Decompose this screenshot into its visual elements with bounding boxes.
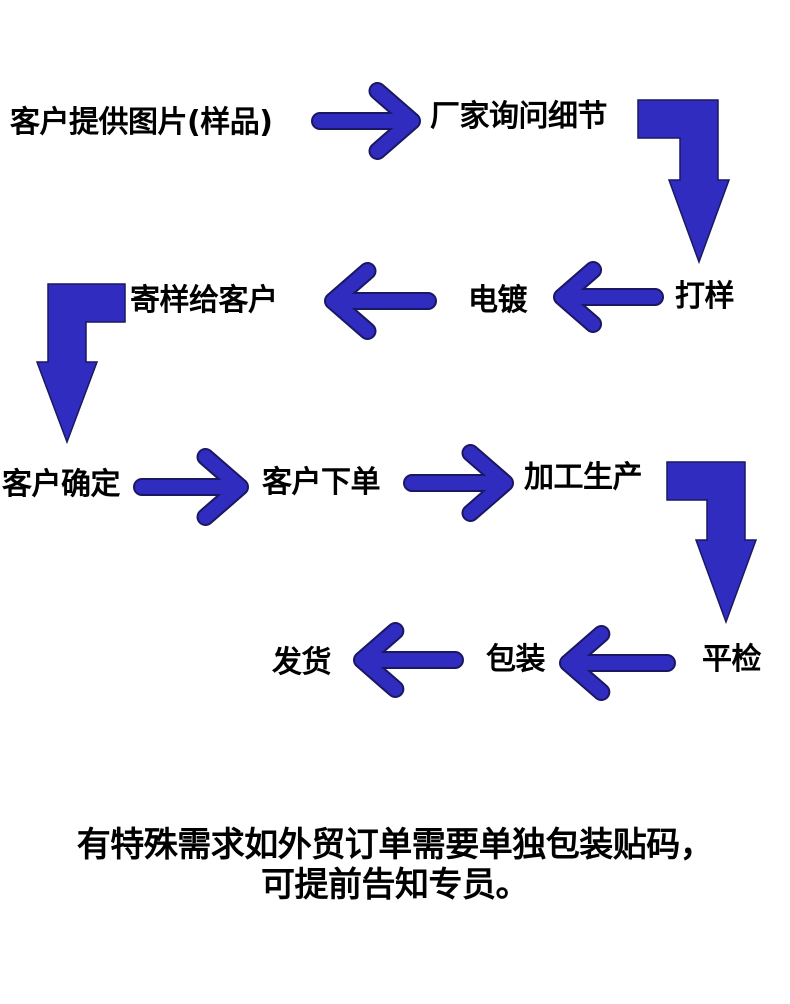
arrow-send-to-confirm (35, 283, 126, 445)
arrows-group (35, 82, 758, 701)
step-sampling: 打样 (675, 279, 735, 314)
arrow-sample-to-factory (313, 84, 419, 158)
arrow-packaging-to-shipping (355, 624, 462, 696)
step-customer-orders: 客户下单 (262, 465, 381, 500)
arrow-plating-to-send (326, 264, 435, 338)
step-plating: 电镀 (468, 283, 528, 318)
step-customer-provides-sample: 客户提供图片(样品) (10, 105, 273, 140)
step-production: 加工生产 (524, 460, 643, 495)
arrow-production-to-inspection (666, 461, 758, 625)
arrow-order-to-production (405, 446, 512, 520)
note-line-1: 有特殊需求如外贸订单需要单独包装贴码， (76, 825, 714, 865)
step-factory-asks-details: 厂家询问细节 (430, 99, 608, 134)
step-inspection: 平检 (702, 642, 762, 677)
step-shipping: 发货 (272, 645, 332, 680)
arrow-factory-to-sampling (637, 99, 731, 265)
arrow-confirm-to-order (135, 450, 247, 524)
note-line-2: 可提前告知专员。 (261, 865, 530, 905)
arrow-sampling-to-plating (555, 263, 662, 331)
arrow-inspection-to-packaging (561, 627, 674, 699)
step-packaging: 包装 (486, 642, 546, 677)
step-send-sample: 寄样给客户 (130, 283, 278, 318)
step-customer-confirms: 客户确定 (2, 467, 121, 502)
